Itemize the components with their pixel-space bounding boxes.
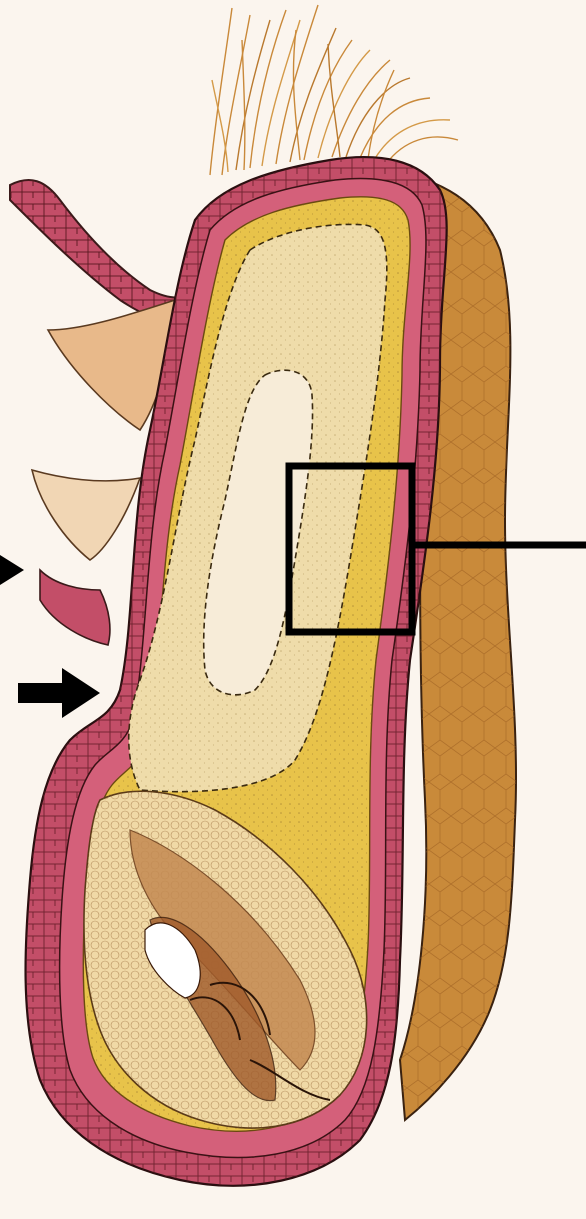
lemma-scale-3 <box>40 570 110 645</box>
hairs-tuft <box>210 5 458 175</box>
arrow-lower-left <box>18 668 100 718</box>
lemma-scale-2 <box>32 470 140 560</box>
arrow-upper-left <box>0 555 24 585</box>
